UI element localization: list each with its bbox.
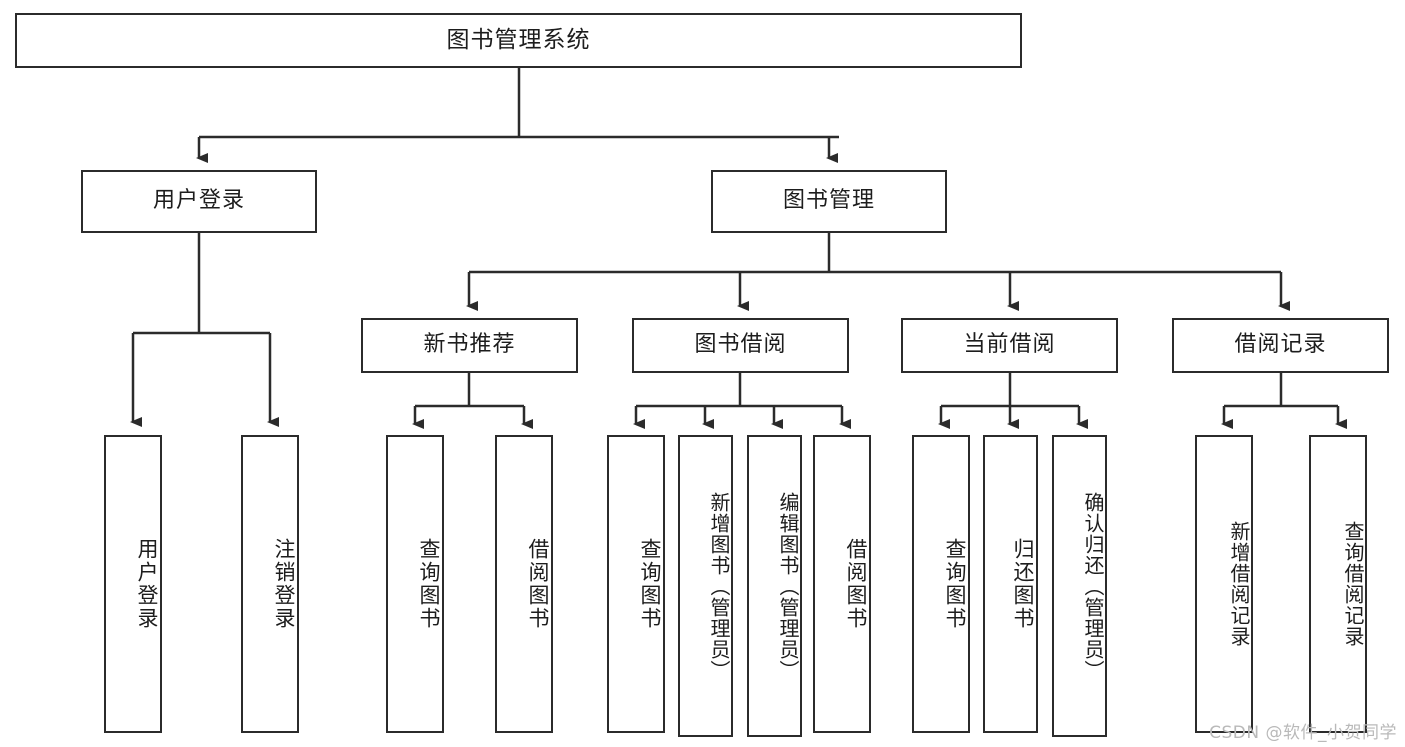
leaf-confirm-return-admin[interactable]: 确认归还（管理员） bbox=[1052, 435, 1107, 737]
leaf-query-book-recommend[interactable]: 查询图书 bbox=[386, 435, 444, 733]
leaf-add-book-admin[interactable]: 新增图书（管理员） bbox=[678, 435, 733, 737]
leaf-borrow-book[interactable]: 借阅图书 bbox=[813, 435, 871, 733]
node-new-book-recommend[interactable]: 新书推荐 bbox=[361, 318, 578, 373]
leaf-edit-book-admin[interactable]: 编辑图书（管理员） bbox=[747, 435, 802, 737]
node-user-login[interactable]: 用户登录 bbox=[81, 170, 317, 233]
node-book-management[interactable]: 图书管理 bbox=[711, 170, 947, 233]
node-book-borrow[interactable]: 图书借阅 bbox=[632, 318, 849, 373]
csdn-watermark: CSDN @软件_小贺同学 bbox=[1209, 723, 1397, 743]
leaf-query-borrow-record[interactable]: 查询借阅记录 bbox=[1309, 435, 1367, 733]
leaf-return-book[interactable]: 归还图书 bbox=[983, 435, 1038, 733]
leaf-add-borrow-record[interactable]: 新增借阅记录 bbox=[1195, 435, 1253, 733]
node-borrow-record[interactable]: 借阅记录 bbox=[1172, 318, 1389, 373]
leaf-borrow-book-recommend[interactable]: 借阅图书 bbox=[495, 435, 553, 733]
leaf-user-login[interactable]: 用户登录 bbox=[104, 435, 162, 733]
leaf-logout[interactable]: 注销登录 bbox=[241, 435, 299, 733]
node-root-book-management-system[interactable]: 图书管理系统 bbox=[15, 13, 1022, 68]
leaf-query-book-borrow[interactable]: 查询图书 bbox=[607, 435, 665, 733]
leaf-query-book-current[interactable]: 查询图书 bbox=[912, 435, 970, 733]
node-current-borrow[interactable]: 当前借阅 bbox=[901, 318, 1118, 373]
